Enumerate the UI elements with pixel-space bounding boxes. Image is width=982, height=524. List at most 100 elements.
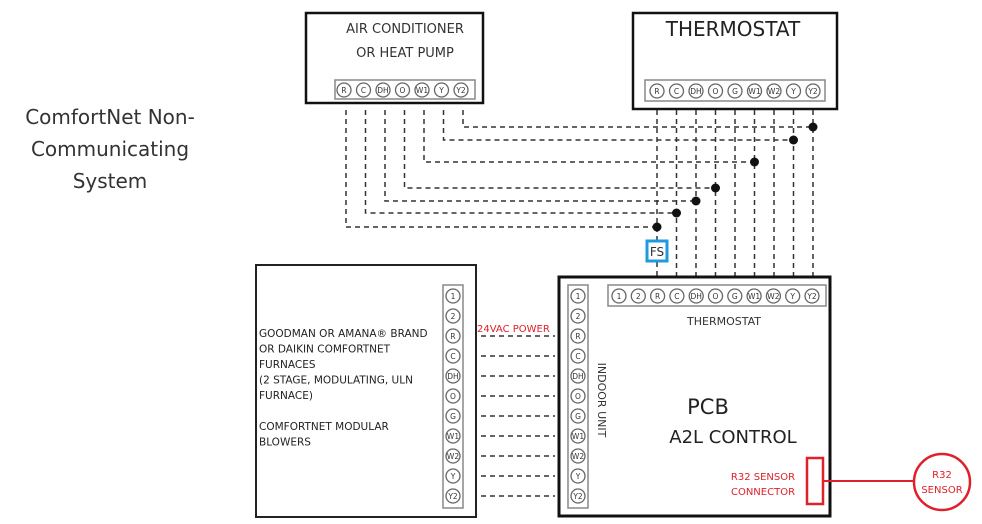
terminal-circle: [804, 288, 820, 304]
terminal-circle: [570, 448, 586, 464]
terminal-c: C: [669, 288, 685, 304]
terminal-circle: [445, 468, 461, 484]
terminal-y: Y: [785, 83, 802, 99]
terminal-label: Y2: [807, 87, 818, 96]
furnace-terminal-strip: [442, 284, 464, 509]
terminal-g: G: [445, 408, 461, 424]
terminal-label: DH: [572, 372, 583, 381]
terminal-circle: [746, 83, 763, 99]
terminal-circle: [570, 408, 586, 424]
terminal-circle: [570, 308, 586, 324]
terminal-label: O: [575, 392, 581, 401]
terminal-circle: [570, 368, 586, 384]
terminal-label: G: [732, 292, 738, 301]
terminal-w1: W1: [746, 83, 763, 99]
terminal-label: Y: [789, 292, 795, 301]
terminal-y: Y: [570, 468, 586, 484]
outdoor-wire: [384, 110, 696, 202]
terminal-circle: [727, 83, 743, 99]
terminal-dh: DH: [688, 288, 704, 304]
furnace-text-line: FURNACES: [259, 359, 316, 371]
outdoor-wire: [345, 110, 657, 228]
terminal-c: C: [445, 348, 461, 364]
terminal-circle: [394, 82, 411, 98]
terminal-circle: [570, 468, 586, 484]
terminal-label: R: [575, 332, 580, 341]
terminal-label: R: [341, 86, 346, 95]
terminal-o: O: [445, 388, 461, 404]
terminal-label: O: [400, 86, 406, 95]
furnace-box: [255, 264, 477, 518]
terminal-label: O: [450, 392, 456, 401]
pcb-indoor-strip: [567, 284, 589, 509]
junction-dot: [691, 196, 701, 206]
terminal-circle: [570, 348, 586, 364]
flame-sensor-label: FS: [650, 245, 664, 259]
terminal-dh: DH: [570, 368, 586, 384]
terminal-circle: [445, 368, 461, 384]
outdoor-terminal-strip: [334, 79, 476, 100]
pcb-thermostat-label: THERMOSTAT: [686, 315, 761, 328]
outdoor-wire: [442, 110, 794, 141]
terminal-circle: [445, 388, 461, 404]
terminal-2: 2: [570, 308, 586, 324]
terminal-label: Y: [790, 87, 796, 96]
terminal-label: W2: [767, 292, 779, 301]
terminal-circle: [707, 83, 724, 99]
terminal-w1: W1: [746, 288, 762, 304]
outdoor-unit-label-2: OR HEAT PUMP: [356, 46, 454, 61]
terminal-label: O: [713, 292, 719, 301]
power-label: 24VAC POWER: [477, 324, 550, 335]
terminal-circle: [570, 428, 586, 444]
r32-sensor-label-1: R32: [932, 470, 952, 481]
terminal-circle: [805, 83, 821, 99]
terminal-circle: [668, 83, 685, 99]
terminal-label: W1: [748, 87, 760, 96]
junction-dot: [789, 135, 798, 145]
terminal-circle: [688, 288, 704, 304]
terminal-y2: Y2: [453, 82, 469, 98]
terminal-label: W2: [572, 452, 584, 461]
terminal-label: C: [450, 352, 455, 361]
title-line-2: Communicating: [31, 137, 189, 161]
terminal-label: R: [654, 87, 659, 96]
outdoor-unit-label-1: AIR CONDITIONER: [346, 22, 464, 37]
title-line-3: System: [73, 169, 148, 193]
junction-dot: [808, 122, 818, 132]
terminal-circle: [630, 288, 646, 304]
terminal-r: R: [649, 288, 666, 304]
terminal-label: DH: [690, 292, 701, 301]
terminal-circle: [766, 83, 782, 99]
furnace-text-line: BLOWERS: [259, 437, 311, 449]
terminal-label: DH: [447, 372, 458, 381]
terminal-w1: W1: [570, 428, 586, 444]
terminal-o: O: [570, 388, 586, 404]
terminal-g: G: [727, 288, 743, 304]
terminal-label: W1: [572, 432, 584, 441]
dashed-wires: [345, 110, 814, 497]
terminal-y2: Y2: [805, 83, 821, 99]
terminal-c: C: [570, 348, 586, 364]
pcb-indoor-label: INDOOR UNIT: [595, 363, 608, 438]
r32-sensor: [912, 452, 972, 512]
terminal-label: W1: [447, 432, 459, 441]
terminal-circle: [445, 428, 461, 444]
terminal-1: 1: [611, 288, 627, 304]
terminal-w2: W2: [445, 448, 461, 464]
terminal-circle: [375, 82, 391, 98]
terminal-circle: [414, 82, 430, 98]
terminal-label: W2: [768, 87, 780, 96]
terminal-circle: [727, 288, 743, 304]
terminal-label: Y: [438, 86, 444, 95]
terminal-label: O: [713, 87, 719, 96]
terminal-label: Y2: [572, 492, 583, 501]
terminal-circle: [669, 288, 685, 304]
terminal-c: C: [355, 82, 372, 98]
terminal-label: R: [655, 292, 660, 301]
outdoor-wire: [423, 110, 755, 163]
terminal-2: 2: [630, 288, 646, 304]
terminal-w2: W2: [766, 83, 782, 99]
terminal-1: 1: [570, 288, 586, 304]
